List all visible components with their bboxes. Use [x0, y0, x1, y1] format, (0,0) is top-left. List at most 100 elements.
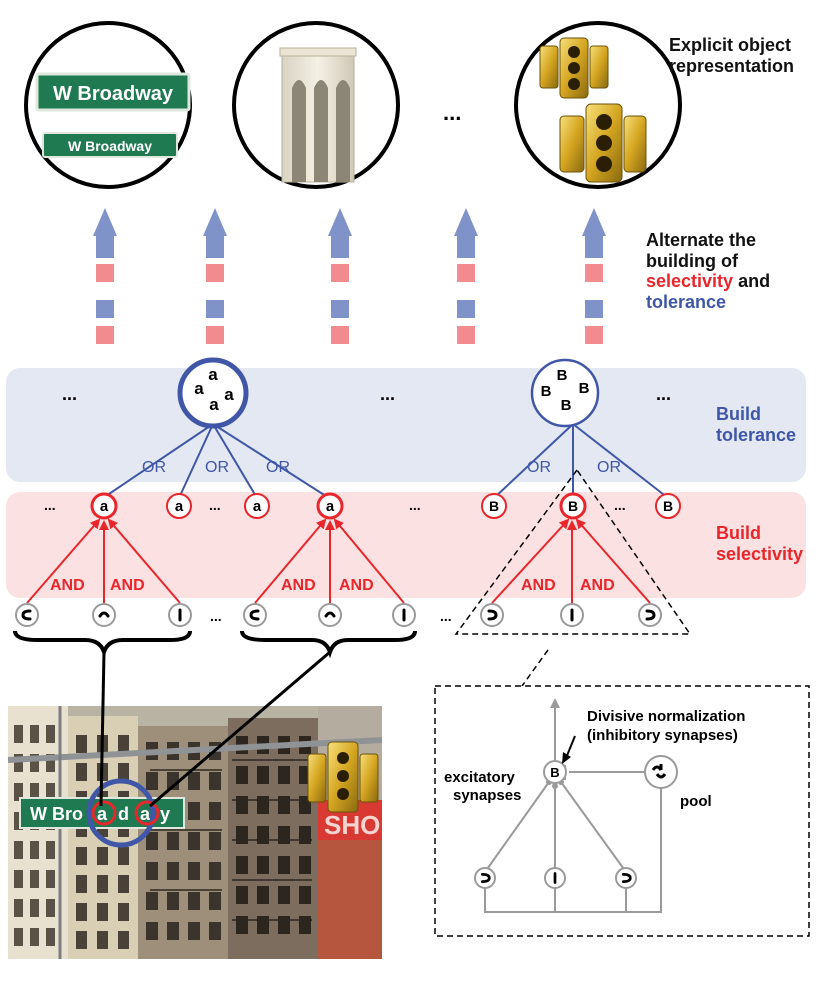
inset-feature-node-3	[615, 867, 637, 889]
feature-node-1	[15, 603, 39, 627]
alternate-selectivity-word: selectivity	[646, 271, 734, 292]
photo-window	[46, 870, 55, 888]
photo-window	[46, 899, 55, 917]
selectivity-node-b-2: B	[559, 492, 587, 520]
object-circle-broadway-signs: W Broadway W Broadway	[24, 21, 192, 189]
or-label-2: OR	[205, 459, 229, 476]
blue-dash	[585, 236, 603, 258]
selectivity-node-a-2: a	[166, 493, 192, 519]
svg-text:a: a	[209, 395, 219, 414]
photo-window	[278, 766, 290, 784]
traffic-light-small-icon	[539, 37, 609, 99]
tolerance-band	[6, 368, 806, 482]
photo-traffic-light-icon	[307, 741, 379, 813]
feature-node-8	[560, 603, 584, 627]
and-label-3: AND	[281, 577, 316, 594]
alternate-tolerance-word: tolerance	[646, 292, 727, 313]
photo-window	[236, 766, 248, 784]
normalization-inset	[434, 685, 810, 937]
blue-arrowhead	[582, 208, 606, 236]
photo-window	[188, 802, 200, 820]
feature-nodes	[15, 603, 662, 627]
photo-window	[30, 928, 39, 946]
inset-node-b: B	[543, 760, 567, 784]
blue-arrowhead	[93, 208, 117, 236]
feature-node-3	[168, 603, 192, 627]
photo-window	[188, 892, 200, 910]
photo-window	[188, 832, 200, 850]
and-connections-right	[491, 518, 651, 604]
or-label-4: OR	[527, 459, 551, 476]
brace-left	[13, 630, 192, 659]
red-dash	[585, 326, 603, 344]
svg-text:B: B	[489, 498, 499, 514]
inset-excitatory-line2: synapses	[453, 787, 521, 804]
svg-text:a: a	[326, 498, 335, 515]
ellipsis-tolerance-left: ...	[62, 384, 77, 404]
inset-feature-node-1	[474, 867, 496, 889]
brace-middle	[240, 630, 417, 659]
photo-sign-mid: d	[118, 804, 129, 824]
selectivity-node-b-1: B	[481, 493, 507, 519]
photo-red-sign-text: SHO	[324, 810, 380, 840]
photo-window	[146, 862, 158, 880]
photo-window	[46, 725, 55, 743]
inset-divisive-line2: (inhibitory synapses)	[587, 727, 738, 744]
photo-window	[30, 754, 39, 772]
photo-window	[30, 725, 39, 743]
tolerance-node-b: B B B B	[530, 358, 600, 428]
ellipsis-tolerance-middle: ...	[380, 384, 395, 404]
photo-window	[14, 928, 23, 946]
photo-window	[146, 772, 158, 790]
blue-dash	[96, 300, 114, 318]
blue-dash	[206, 236, 224, 258]
blue-dash	[206, 300, 224, 318]
photo-window	[76, 875, 87, 893]
selectivity-node-b-3: B	[655, 493, 681, 519]
tolerance-node-a: a a a a	[177, 357, 249, 429]
selectivity-band	[6, 492, 806, 598]
photo-window	[97, 931, 108, 949]
photo-window	[167, 832, 179, 850]
photo-window	[278, 916, 290, 934]
photo-window	[236, 856, 248, 874]
photo-window	[46, 754, 55, 772]
inset-feature-nodes	[474, 867, 637, 889]
arrow-column-1	[93, 208, 117, 344]
photo-window	[209, 862, 221, 880]
photo-window	[97, 847, 108, 865]
and-label-1: AND	[50, 577, 85, 594]
photo-window	[257, 766, 269, 784]
inhibition-pointer-arrow	[565, 735, 576, 759]
svg-text:B: B	[579, 380, 590, 397]
red-dash	[206, 264, 224, 282]
photo-focus-red-circle-2	[134, 800, 160, 826]
photo-window	[257, 886, 269, 904]
svg-text:a: a	[253, 498, 262, 515]
photo-window	[236, 886, 248, 904]
photo-window	[146, 892, 158, 910]
ellipsis-selectivity-1: ...	[44, 497, 56, 513]
or-label-3: OR	[266, 459, 290, 476]
street-photo: SHO W Bro a d a y	[7, 706, 383, 959]
photo-window	[188, 862, 200, 880]
photo-window	[30, 783, 39, 801]
photo-window	[299, 826, 311, 844]
feature-node-2	[92, 603, 116, 627]
street-sign-small	[42, 132, 178, 158]
photo-window	[167, 922, 179, 940]
or-connections-right	[493, 423, 669, 499]
and-connections-left	[26, 518, 181, 604]
red-dash	[96, 264, 114, 282]
photo-window	[118, 763, 129, 781]
photo-window	[14, 841, 23, 859]
photo-focus-red-circle-1	[91, 800, 117, 826]
photo-sign-part1: W Bro	[30, 804, 83, 824]
ellipsis-tolerance-right: ...	[656, 384, 671, 404]
svg-text:B: B	[663, 498, 673, 514]
photo-window	[76, 735, 87, 753]
ellipsis-features-2: ...	[440, 608, 452, 624]
inset-divisive-line1: Divisive normalization	[587, 708, 745, 725]
photo-window	[209, 832, 221, 850]
photo-window	[257, 826, 269, 844]
